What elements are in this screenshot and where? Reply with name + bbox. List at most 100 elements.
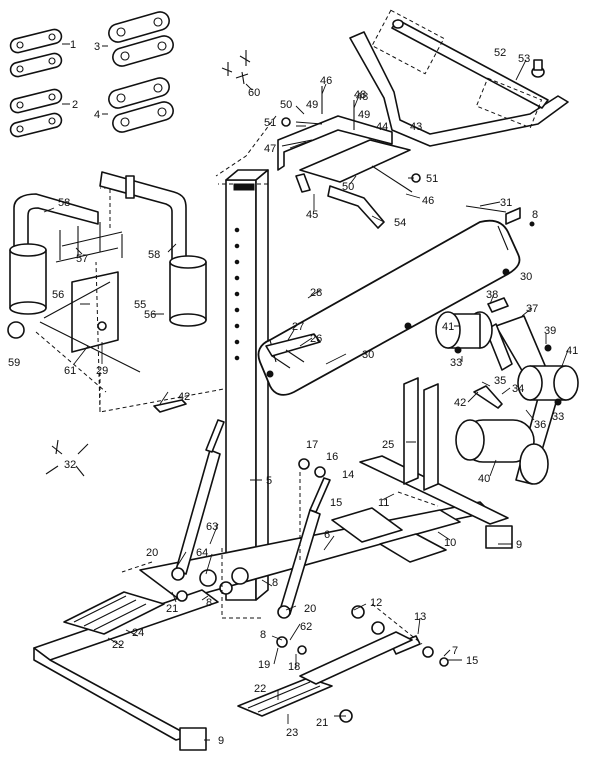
lat-bracket-45 [277, 115, 411, 193]
rear-leg-base-9 [359, 455, 513, 549]
callout-26: 26 [310, 333, 322, 345]
callout-32: 32 [64, 459, 76, 471]
callout-37: 37 [526, 303, 538, 315]
callout-33: 33 [552, 411, 564, 423]
callout-18: 18 [288, 661, 300, 673]
callout-22: 22 [112, 639, 124, 651]
roller-pad-41-right [517, 365, 579, 401]
callout-48: 48 [354, 89, 366, 101]
callout-8: 8 [272, 577, 278, 589]
callout-21: 21 [166, 603, 178, 615]
callout-29: 29 [96, 365, 108, 377]
callout-9: 9 [516, 539, 522, 551]
handle-42-left [153, 399, 187, 413]
callout-21: 21 [316, 717, 328, 729]
lat-bar-43 [349, 31, 569, 147]
weight-plate-56-left [9, 243, 47, 315]
callout-13: 13 [414, 611, 426, 623]
callout-42: 42 [454, 397, 466, 409]
callout-39: 39 [544, 325, 556, 337]
callout-27: 27 [292, 321, 304, 333]
callout-labels: 1 2 3 4 60 52 53 46 48 50 49 48 49 51 43… [8, 39, 578, 747]
link-plates-1 [9, 28, 63, 78]
front-base-legs [33, 589, 421, 751]
handle-54 [327, 185, 385, 229]
callout-20: 20 [146, 547, 158, 559]
callout-64: 64 [196, 547, 208, 559]
callout-36: 36 [534, 419, 546, 431]
callout-10: 10 [444, 537, 456, 549]
callout-56: 56 [52, 289, 64, 301]
callout-56: 56 [144, 309, 156, 321]
crossbar-52 [391, 19, 549, 109]
callout-41: 41 [566, 345, 578, 357]
callout-8: 8 [206, 597, 212, 609]
callout-44: 44 [376, 121, 388, 133]
callout-49: 49 [306, 99, 318, 111]
callout-15: 15 [330, 497, 342, 509]
callout-4: 4 [94, 109, 100, 121]
callout-9: 9 [218, 735, 224, 747]
pins-37-38-39-33 [454, 297, 562, 409]
callout-46: 46 [422, 195, 434, 207]
dashed-guide-post [100, 115, 277, 228]
callout-6: 6 [324, 529, 330, 541]
callout-23: 23 [286, 727, 298, 739]
dashed-guide-upper [371, 9, 445, 75]
callout-12: 12 [370, 597, 382, 609]
callout-35: 35 [494, 375, 506, 387]
callout-60: 60 [248, 87, 260, 99]
callout-30: 30 [362, 349, 374, 361]
pins-60 [221, 50, 251, 85]
callout-52: 52 [494, 47, 506, 59]
callout-42: 42 [178, 391, 190, 403]
callout-55: 55 [134, 299, 146, 311]
link-plates-2 [9, 88, 63, 138]
callout-50: 50 [280, 99, 292, 111]
callout-22: 22 [254, 683, 266, 695]
roller-pad-41-left [435, 311, 493, 349]
callout-8: 8 [260, 629, 266, 641]
bolt-31-8 [465, 205, 535, 227]
callout-46: 46 [320, 75, 332, 87]
callout-28: 28 [310, 287, 322, 299]
callout-58: 58 [148, 249, 160, 261]
callout-50: 50 [342, 181, 354, 193]
callout-47: 47 [264, 143, 276, 155]
callout-51: 51 [426, 173, 438, 185]
bench-pad-28 [257, 219, 521, 396]
roller-pad-40 [455, 419, 549, 485]
callout-43: 43 [410, 121, 422, 133]
callout-48: 48 [356, 91, 368, 103]
link-plates-4 [108, 77, 174, 133]
callout-54: 54 [394, 217, 406, 229]
callout-30: 30 [520, 271, 532, 283]
callout-61: 61 [64, 365, 76, 377]
callout-20: 20 [304, 603, 316, 615]
bolts-30 [266, 268, 510, 378]
seat-plates-9-25 [331, 377, 447, 563]
callout-58: 58 [58, 197, 70, 209]
foot-plate-22-left [63, 591, 165, 635]
callout-2: 2 [72, 99, 78, 111]
callout-34: 34 [512, 383, 524, 395]
callout-11: 11 [378, 497, 389, 509]
callout-5: 5 [266, 475, 272, 487]
upright-post-5 [225, 169, 269, 601]
callout-15: 15 [466, 655, 478, 667]
weight-bracket-57 [39, 222, 141, 373]
callout-45: 45 [306, 209, 318, 221]
callout-57: 57 [76, 253, 88, 265]
link-plates-3 [108, 11, 174, 67]
collar-59 [7, 321, 25, 339]
callout-16: 16 [326, 451, 338, 463]
cylinder-20-left [171, 419, 225, 581]
callout-59: 59 [8, 357, 20, 369]
callout-3: 3 [94, 41, 100, 53]
weight-plate-56-right [169, 255, 207, 327]
callout-7: 7 [452, 645, 458, 657]
callout-25: 25 [382, 439, 394, 451]
cylinder-20-right [277, 477, 331, 619]
callout-53: 53 [518, 53, 530, 65]
